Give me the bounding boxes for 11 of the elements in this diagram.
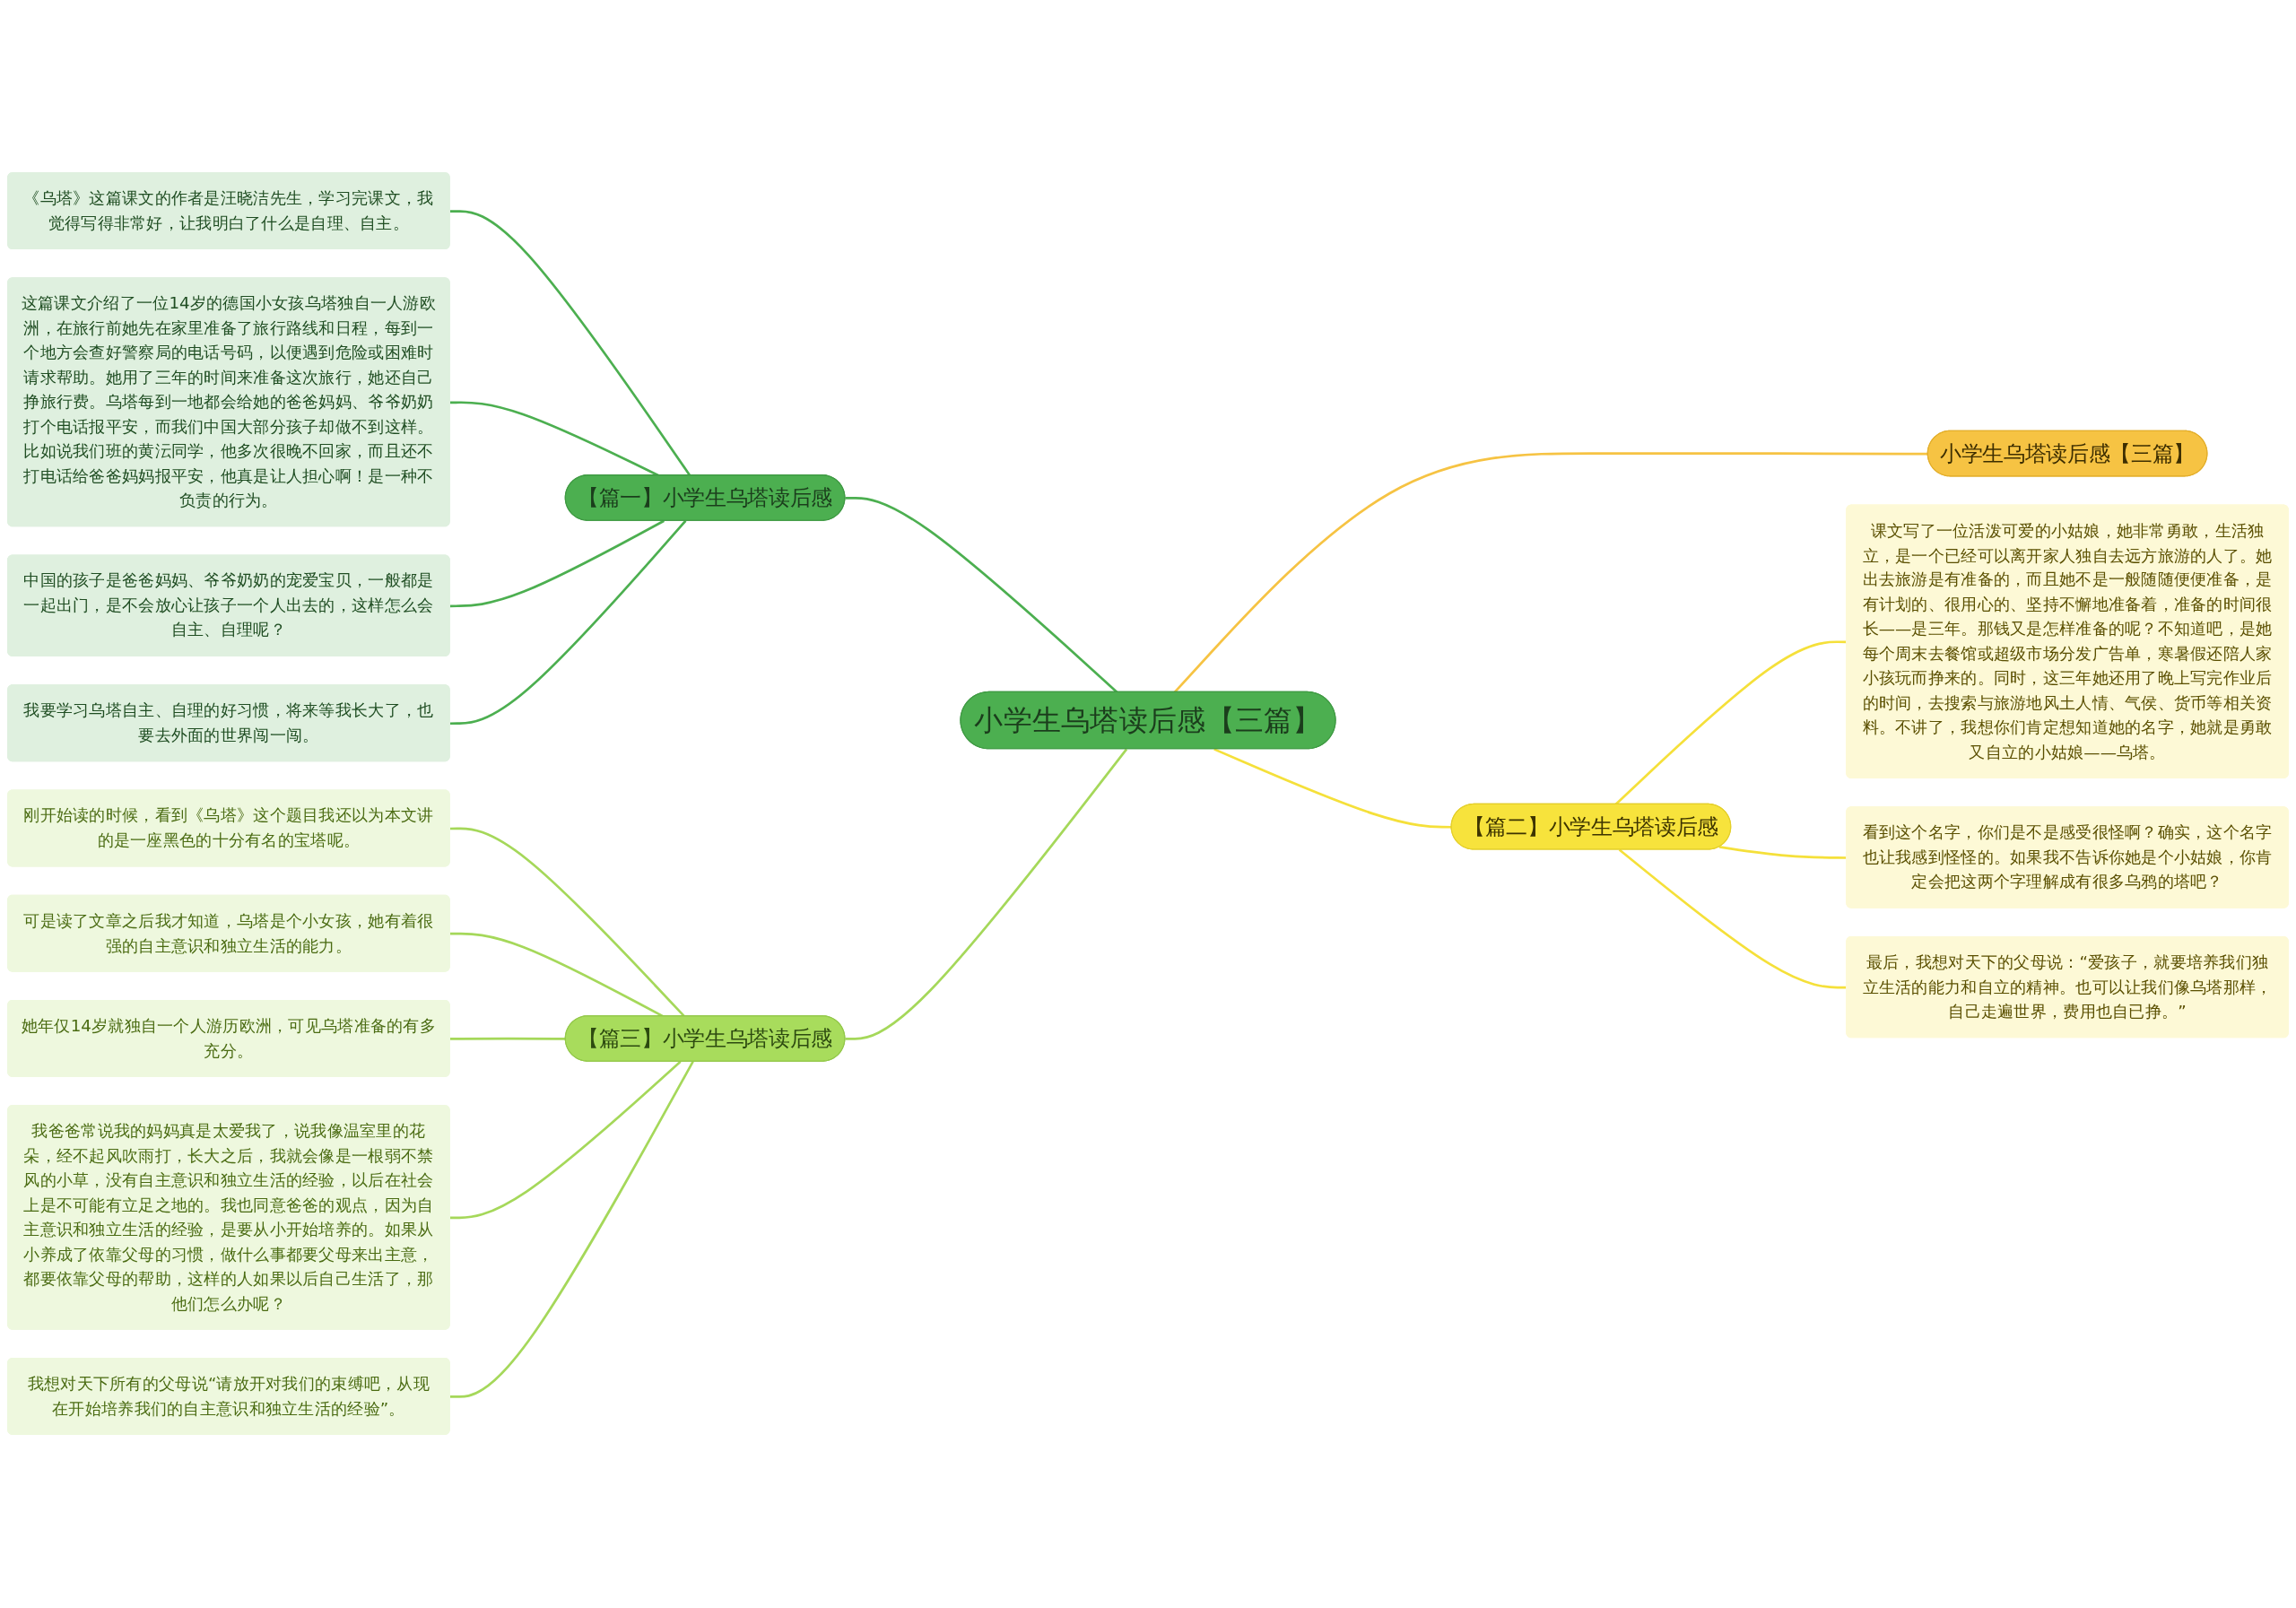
connector — [449, 1061, 694, 1399]
connector — [449, 210, 691, 477]
connector — [845, 749, 1128, 1041]
connector — [449, 933, 664, 1018]
connector — [449, 1038, 566, 1041]
connector — [449, 828, 685, 1018]
connector — [1213, 748, 1452, 830]
connector — [449, 520, 687, 726]
connector — [449, 401, 659, 477]
connector — [449, 520, 665, 608]
connector — [449, 1061, 682, 1220]
